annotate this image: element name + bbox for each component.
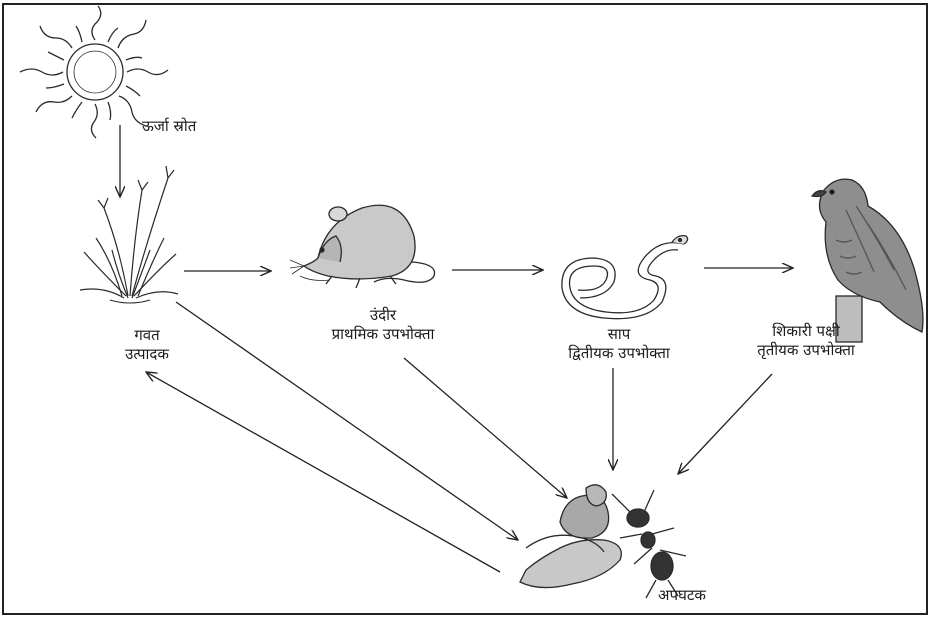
hawk-role: तृतीयक उपभोक्ता	[716, 341, 896, 360]
grass-role: उत्पादक	[82, 345, 212, 364]
hawk-icon	[812, 179, 923, 342]
grass-label: गवत उत्पादक	[82, 326, 212, 364]
snake-name: साप	[534, 325, 704, 344]
hawk-label: शिकारी पक्षी तृतीयक उपभोक्ता	[716, 322, 896, 360]
decomposer-label: अपघटक	[658, 586, 706, 605]
grass-name: गवत	[82, 326, 212, 345]
sun-label: ऊर्जा स्रोत	[142, 117, 196, 136]
decomposer-icon	[520, 485, 686, 598]
arrow-decomposer-to-grass	[146, 372, 500, 572]
rat-role: प्राथमिक उपभोक्ता	[298, 325, 468, 344]
snake-role: द्वितीयक उपभोक्ता	[534, 344, 704, 363]
rat-label: उंदीर प्राथमिक उपभोक्ता	[298, 306, 468, 344]
grass-icon	[80, 166, 178, 303]
arrow-hawk-to-decomposer	[678, 374, 772, 474]
rat-name: उंदीर	[298, 306, 468, 325]
rat-icon	[290, 205, 435, 288]
snake-label: साप द्वितीयक उपभोक्ता	[534, 325, 704, 363]
snake-icon	[562, 236, 688, 319]
hawk-name: शिकारी पक्षी	[716, 322, 896, 341]
